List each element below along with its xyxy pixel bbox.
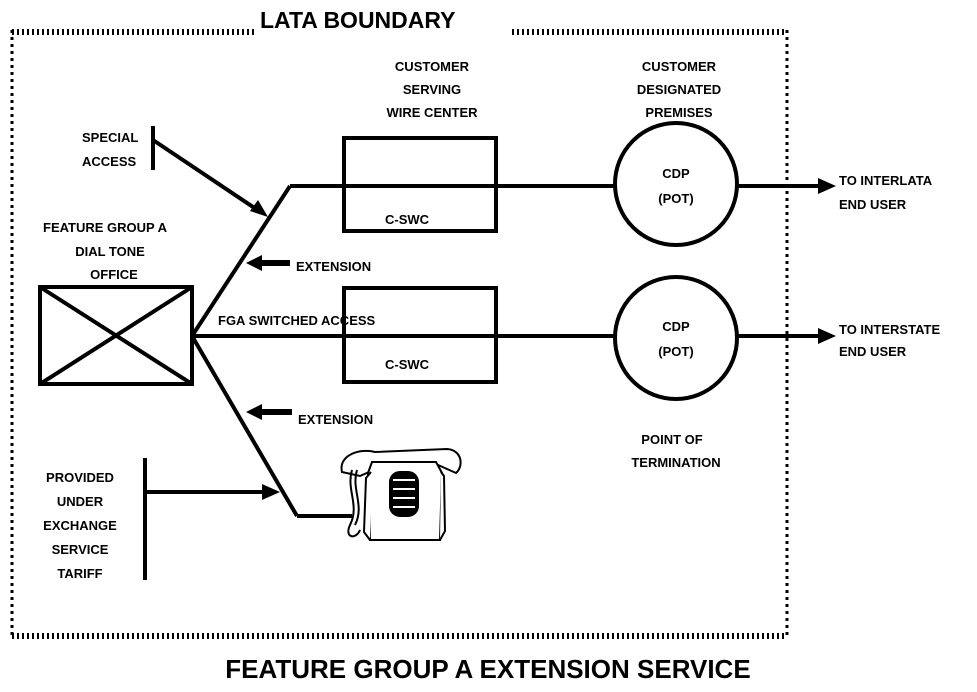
special-access-arrowhead [250,200,268,217]
interlata-line2: END USER [839,197,907,212]
extension-lower-label: EXTENSION [298,412,373,427]
interstate-line1: TO INTERSTATE [839,322,940,337]
cdp-bottom-label: CDP (POT) [658,319,693,359]
wire-center-label: CUSTOMER SERVING WIRE CENTER [387,59,479,120]
wire-center-line2: SERVING [403,82,461,97]
cdp-circle-bottom [613,275,739,401]
telephone-icon [340,447,462,541]
interlata-arrowhead [818,178,836,194]
fga-switched-access-label: FGA SWITCHED ACCESS [218,313,376,328]
provided-under-tariff-label: PROVIDED UNDER EXCHANGE SERVICE TARIFF [43,470,117,581]
special-access-line2: ACCESS [82,154,137,169]
lata-boundary-label: LATA BOUNDARY [260,7,455,33]
tariff-line2: UNDER [57,494,104,509]
fga-office-label: FEATURE GROUP A DIAL TONE OFFICE [43,220,168,282]
interlata-label: TO INTERLATA END USER [839,173,933,212]
special-access-label: SPECIAL ACCESS [82,130,138,169]
cswc-box-top [342,136,498,233]
special-access-connector [151,126,264,215]
tariff-line5: TARIFF [57,566,102,581]
interlata-line1: TO INTERLATA [839,173,933,188]
premises-label: CUSTOMER DESIGNATED PREMISES [637,59,721,120]
tariff-arrowhead [262,484,280,500]
cdp-top-line1: CDP [662,166,690,181]
fga-office-line1: FEATURE GROUP A [43,220,168,235]
premises-line2: DESIGNATED [637,82,721,97]
cswc-top-label: C-SWC [385,212,430,227]
extension-upper-arrow [246,255,290,271]
cdp-bottom-line2: (POT) [658,344,693,359]
extension-upper-label: EXTENSION [296,259,371,274]
wire-center-line1: CUSTOMER [395,59,470,74]
trunk-lines [145,184,822,518]
interstate-label: TO INTERSTATE END USER [839,322,940,359]
cdp-bottom-line1: CDP [662,319,690,334]
cswc-bottom-label: C-SWC [385,357,430,372]
tariff-line3: EXCHANGE [43,518,117,533]
interstate-line2: END USER [839,344,907,359]
cdp-circle-top [613,121,739,247]
interstate-arrowhead [818,328,836,344]
cswc-box-bottom [342,286,498,384]
tariff-line1: PROVIDED [46,470,114,485]
pot-line1: POINT OF [641,432,702,447]
premises-line1: CUSTOMER [642,59,717,74]
fga-office-line3: OFFICE [90,267,138,282]
fga-office-line2: DIAL TONE [75,244,145,259]
pot-line2: TERMINATION [631,455,720,470]
tariff-line4: SERVICE [52,542,109,557]
crossed-box-icon [38,285,194,386]
special-access-line1: SPECIAL [82,130,138,145]
footer-title: FEATURE GROUP A EXTENSION SERVICE [225,654,750,684]
point-of-termination-label: POINT OF TERMINATION [631,432,720,470]
cdp-top-label: CDP (POT) [658,166,693,206]
premises-line3: PREMISES [645,105,713,120]
extension-lower-arrow [246,404,292,420]
cdp-top-line2: (POT) [658,191,693,206]
wire-center-line3: WIRE CENTER [387,105,479,120]
